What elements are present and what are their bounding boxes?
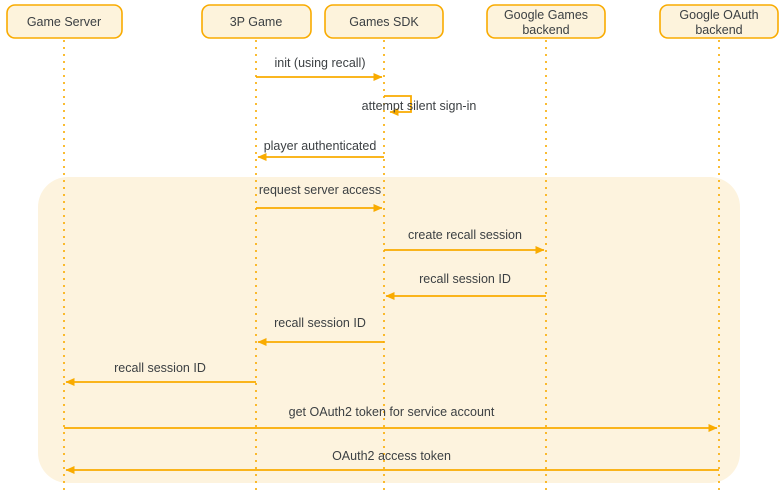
message-label-init-using-recall: init (using recall) — [274, 56, 365, 70]
participant-box-games-sdk[interactable] — [324, 4, 444, 39]
message-get-oauth2-token: get OAuth2 token for service account — [64, 405, 718, 432]
message-recall-session-id-backend: recall session ID — [385, 272, 546, 300]
participant-games-sdk[interactable]: Games SDK — [324, 4, 444, 39]
message-recall-session-id-server: recall session ID — [65, 361, 256, 386]
message-label-oauth2-access-token: OAuth2 access token — [332, 449, 451, 463]
messages-layer: init (using recall) attempt silent sign-i… — [64, 56, 719, 474]
participant-label-google-oauth-backend: Google OAuth — [679, 8, 758, 22]
participant-label-google-games-backend: Google Games — [504, 8, 588, 22]
message-recall-session-id-sdk: recall session ID — [257, 316, 384, 346]
message-label-recall-session-id-sdk: recall session ID — [274, 316, 366, 330]
message-label-recall-session-id-backend: recall session ID — [419, 272, 511, 286]
message-label-recall-session-id-server: recall session ID — [114, 361, 206, 375]
participant-label-game-server: Game Server — [27, 15, 101, 29]
participant-box-google-games-backend[interactable] — [486, 4, 606, 39]
participant-box-3p-game[interactable] — [201, 4, 312, 39]
participant-label-3p-game: 3P Game — [230, 15, 283, 29]
highlight-region-layer — [38, 177, 740, 483]
message-label-request-server-access: request server access — [259, 183, 381, 197]
participant-game-server[interactable]: Game Server — [6, 4, 123, 39]
highlight-region — [38, 177, 740, 483]
message-init-using-recall: init (using recall) — [256, 56, 383, 81]
message-oauth2-access-token: OAuth2 access token — [65, 449, 719, 474]
message-create-recall-session: create recall session — [384, 228, 545, 254]
participant-box-game-server[interactable] — [6, 4, 123, 39]
participant-label-google-games-backend: backend — [522, 23, 569, 37]
message-label-attempt-silent-sign-in: attempt silent sign-in — [362, 99, 477, 113]
message-label-create-recall-session: create recall session — [408, 228, 522, 242]
lifelines-layer — [63, 40, 720, 491]
message-attempt-silent-sign-in: attempt silent sign-in — [362, 95, 477, 116]
participant-label-games-sdk: Games SDK — [349, 15, 419, 29]
message-arrow-attempt-silent-sign-in — [384, 95, 412, 116]
participant-box-google-oauth-backend[interactable] — [659, 4, 779, 39]
message-player-authenticated: player authenticated — [257, 139, 384, 161]
message-request-server-access: request server access — [256, 183, 383, 212]
message-label-player-authenticated: player authenticated — [264, 139, 377, 153]
message-label-get-oauth2-token: get OAuth2 token for service account — [289, 405, 495, 419]
participant-3p-game[interactable]: 3P Game — [201, 4, 312, 39]
participant-label-google-oauth-backend: backend — [695, 23, 742, 37]
